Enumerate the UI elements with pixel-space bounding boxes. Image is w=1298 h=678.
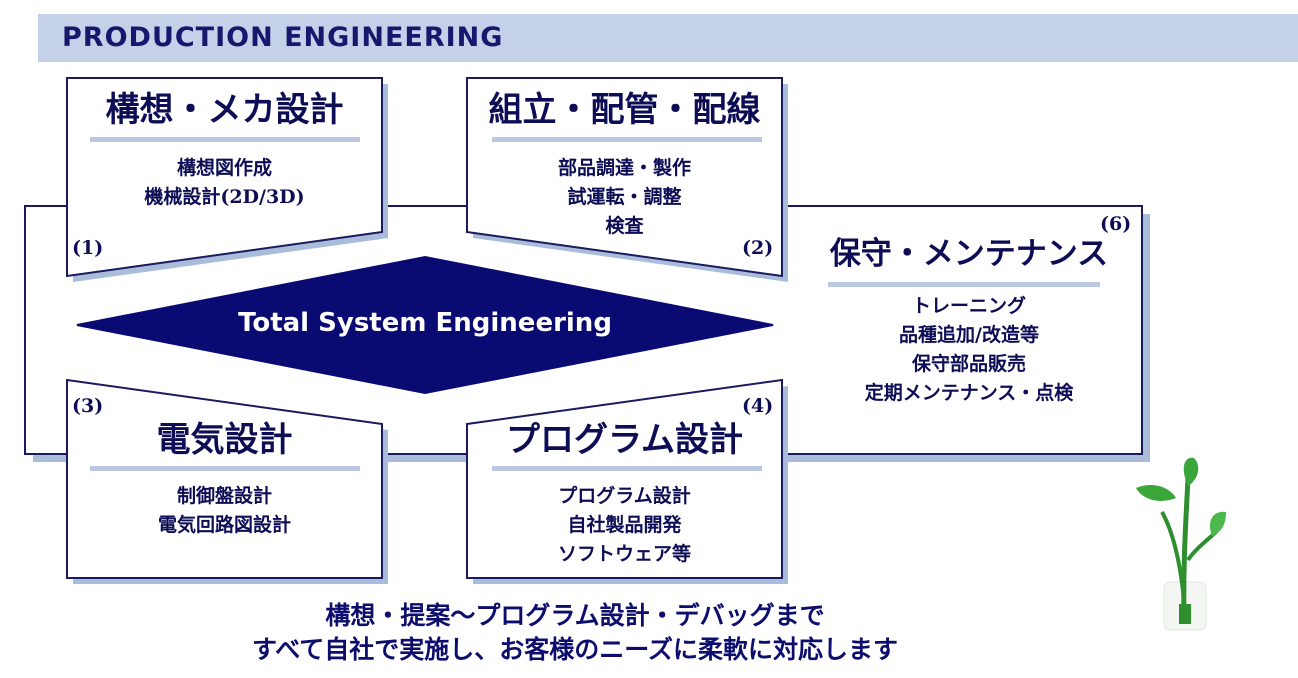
box-1-line: 機械設計(2D/3D) bbox=[144, 186, 305, 208]
box-4-underline bbox=[492, 466, 762, 471]
box-1-frame bbox=[66, 77, 383, 278]
box-4-line: ソフトウェア等 bbox=[557, 543, 691, 565]
box-6-underline bbox=[828, 282, 1100, 287]
box-6-line: トレーニング bbox=[911, 295, 1026, 317]
box-3-title: 電気設計 bbox=[156, 420, 293, 460]
box-3-frame bbox=[66, 378, 383, 579]
sprout-icon bbox=[1136, 457, 1226, 631]
footer-line-1: 構想・提案～プログラム設計・デバッグまで bbox=[325, 601, 825, 630]
box-4-title: プログラム設計 bbox=[506, 420, 743, 460]
box-1-title: 構想・メカ設計 bbox=[105, 90, 344, 130]
center-diamond bbox=[76, 255, 774, 395]
box-2-number: (2) bbox=[742, 237, 774, 259]
center-label: Total System Engineering bbox=[238, 308, 612, 338]
box-2-underline bbox=[492, 137, 762, 142]
box-4-number: (4) bbox=[742, 395, 774, 417]
box-6-line: 保守部品販売 bbox=[911, 353, 1026, 375]
box-1-line: 構想図作成 bbox=[176, 157, 272, 179]
box-2-line: 試運転・調整 bbox=[567, 186, 682, 208]
box-3: 電気設計 bbox=[67, 420, 382, 460]
box-6: 保守・メンテナンス bbox=[800, 234, 1138, 274]
page-title: PRODUCTION ENGINEERING bbox=[62, 22, 504, 53]
box-1-number: (1) bbox=[72, 237, 104, 259]
box-3-body: 制御盤設計 電気回路図設計 bbox=[67, 482, 382, 540]
box-3-underline bbox=[90, 466, 360, 471]
box-6-number: (6) bbox=[1100, 213, 1132, 235]
box-3-number: (3) bbox=[72, 395, 104, 417]
box-4: プログラム設計 bbox=[467, 420, 782, 460]
box-6-line: 品種追加/改造等 bbox=[899, 324, 1039, 346]
box-1: 構想・メカ設計 bbox=[67, 90, 382, 130]
box-4-body: プログラム設計 自社製品開発 ソフトウェア等 bbox=[467, 482, 782, 569]
footer-line-2: すべて自社で実施し、お客様のニーズに柔軟に対応します bbox=[251, 635, 898, 664]
box-2-line: 検査 bbox=[605, 215, 644, 237]
box-2-line: 部品調達・製作 bbox=[557, 157, 691, 179]
box-4-line: プログラム設計 bbox=[558, 485, 691, 507]
box-3-line: 制御盤設計 bbox=[176, 485, 272, 507]
box-2: 組立・配管・配線 bbox=[467, 90, 782, 130]
header-bar: PRODUCTION ENGINEERING bbox=[38, 14, 1298, 62]
box-4-line: 自社製品開発 bbox=[567, 514, 682, 536]
box-6-body: トレーニング 品種追加/改造等 保守部品販売 定期メンテナンス・点検 bbox=[800, 292, 1138, 408]
box-6-title: 保守・メンテナンス bbox=[829, 236, 1109, 272]
box-1-body: 構想図作成 機械設計(2D/3D) bbox=[67, 154, 382, 212]
box-2-frame bbox=[466, 77, 783, 278]
box-6-line: 定期メンテナンス・点検 bbox=[864, 382, 1074, 404]
box-4-frame bbox=[466, 378, 783, 579]
box-6-area bbox=[800, 215, 1138, 450]
box-2-title: 組立・配管・配線 bbox=[488, 90, 761, 130]
box-3-line: 電気回路図設計 bbox=[157, 514, 291, 536]
box-1-underline bbox=[90, 137, 360, 142]
box-2-body: 部品調達・製作 試運転・調整 検査 bbox=[467, 154, 782, 241]
